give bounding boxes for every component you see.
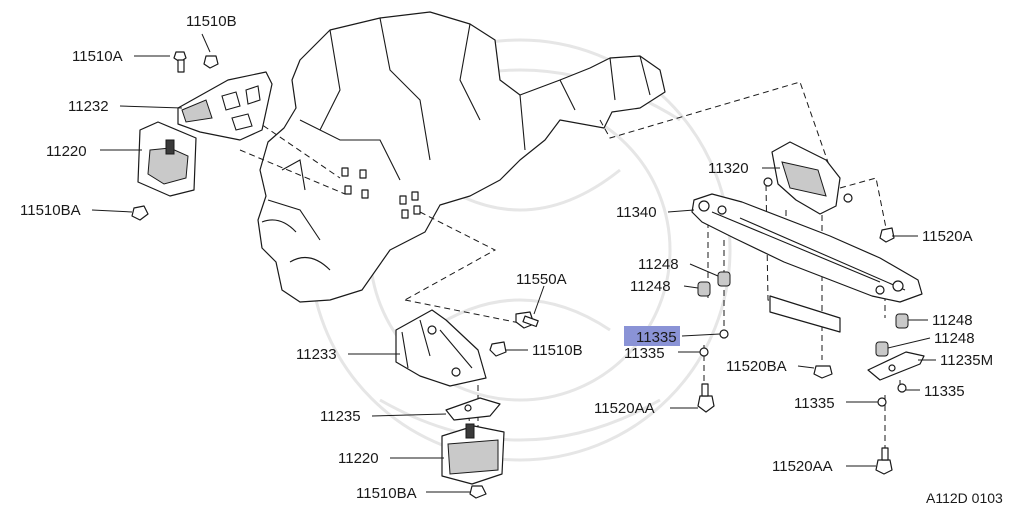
callout-11248-d: 11248 <box>934 330 975 347</box>
mount-bracket-11233 <box>395 309 487 387</box>
callout-11510A: 11510A <box>72 48 123 65</box>
engine-transmission-outline <box>257 11 666 303</box>
leader-lines <box>91 33 936 493</box>
callout-11520BA: 11520BA <box>726 358 787 375</box>
bolt-11550A <box>515 311 539 329</box>
callout-11335-c: 11335 <box>794 395 835 412</box>
callout-11320: 11320 <box>708 160 749 177</box>
callout-11232: 11232 <box>68 98 109 115</box>
callout-11550A: 11550A <box>516 271 567 288</box>
callout-11235M: 11235M <box>940 352 993 369</box>
callout-11248-c: 11248 <box>932 312 973 329</box>
callout-11520AA-right: 11520AA <box>772 458 833 475</box>
callout-11235: 11235 <box>320 408 361 425</box>
engine-mount-insulator-lower <box>441 423 505 499</box>
callout-11510BA-top: 11510BA <box>20 202 81 219</box>
callout-11520A: 11520A <box>922 228 973 245</box>
crossmember-11340 <box>691 193 923 333</box>
callout-11248-a: 11248 <box>638 256 679 273</box>
mount-bracket-11232 <box>177 71 273 141</box>
callout-11510BA-bottom: 11510BA <box>356 485 417 502</box>
fasteners-right-group <box>697 227 925 475</box>
callout-11220-bottom: 11220 <box>338 450 379 467</box>
nut-11510B-mid <box>489 341 507 357</box>
callout-labels: 11510B 11510A 11232 11220 11510BA 11320 … <box>20 13 1003 506</box>
callout-11335-b: 11335 <box>924 383 965 400</box>
callout-11520AA-left: 11520AA <box>594 400 655 417</box>
callout-11340: 11340 <box>616 204 657 221</box>
fasteners-upper-left <box>131 51 219 221</box>
selected-part-highlight <box>624 326 680 346</box>
callout-11510B-top: 11510B <box>186 13 237 30</box>
figure-code: A112D 0103 <box>926 490 1003 506</box>
transmission-mount-11320 <box>763 141 853 215</box>
engine-mount-insulator-upper <box>137 121 197 197</box>
callout-11510B-mid: 11510B <box>532 342 583 359</box>
callout-11248-b: 11248 <box>630 278 671 295</box>
callout-11335-highlighted: 11335 <box>636 329 677 346</box>
callout-11335-a: 11335 <box>624 345 665 362</box>
callout-11220-top: 11220 <box>46 143 87 160</box>
callout-11233: 11233 <box>296 346 337 363</box>
mount-plate-11235 <box>445 397 501 421</box>
